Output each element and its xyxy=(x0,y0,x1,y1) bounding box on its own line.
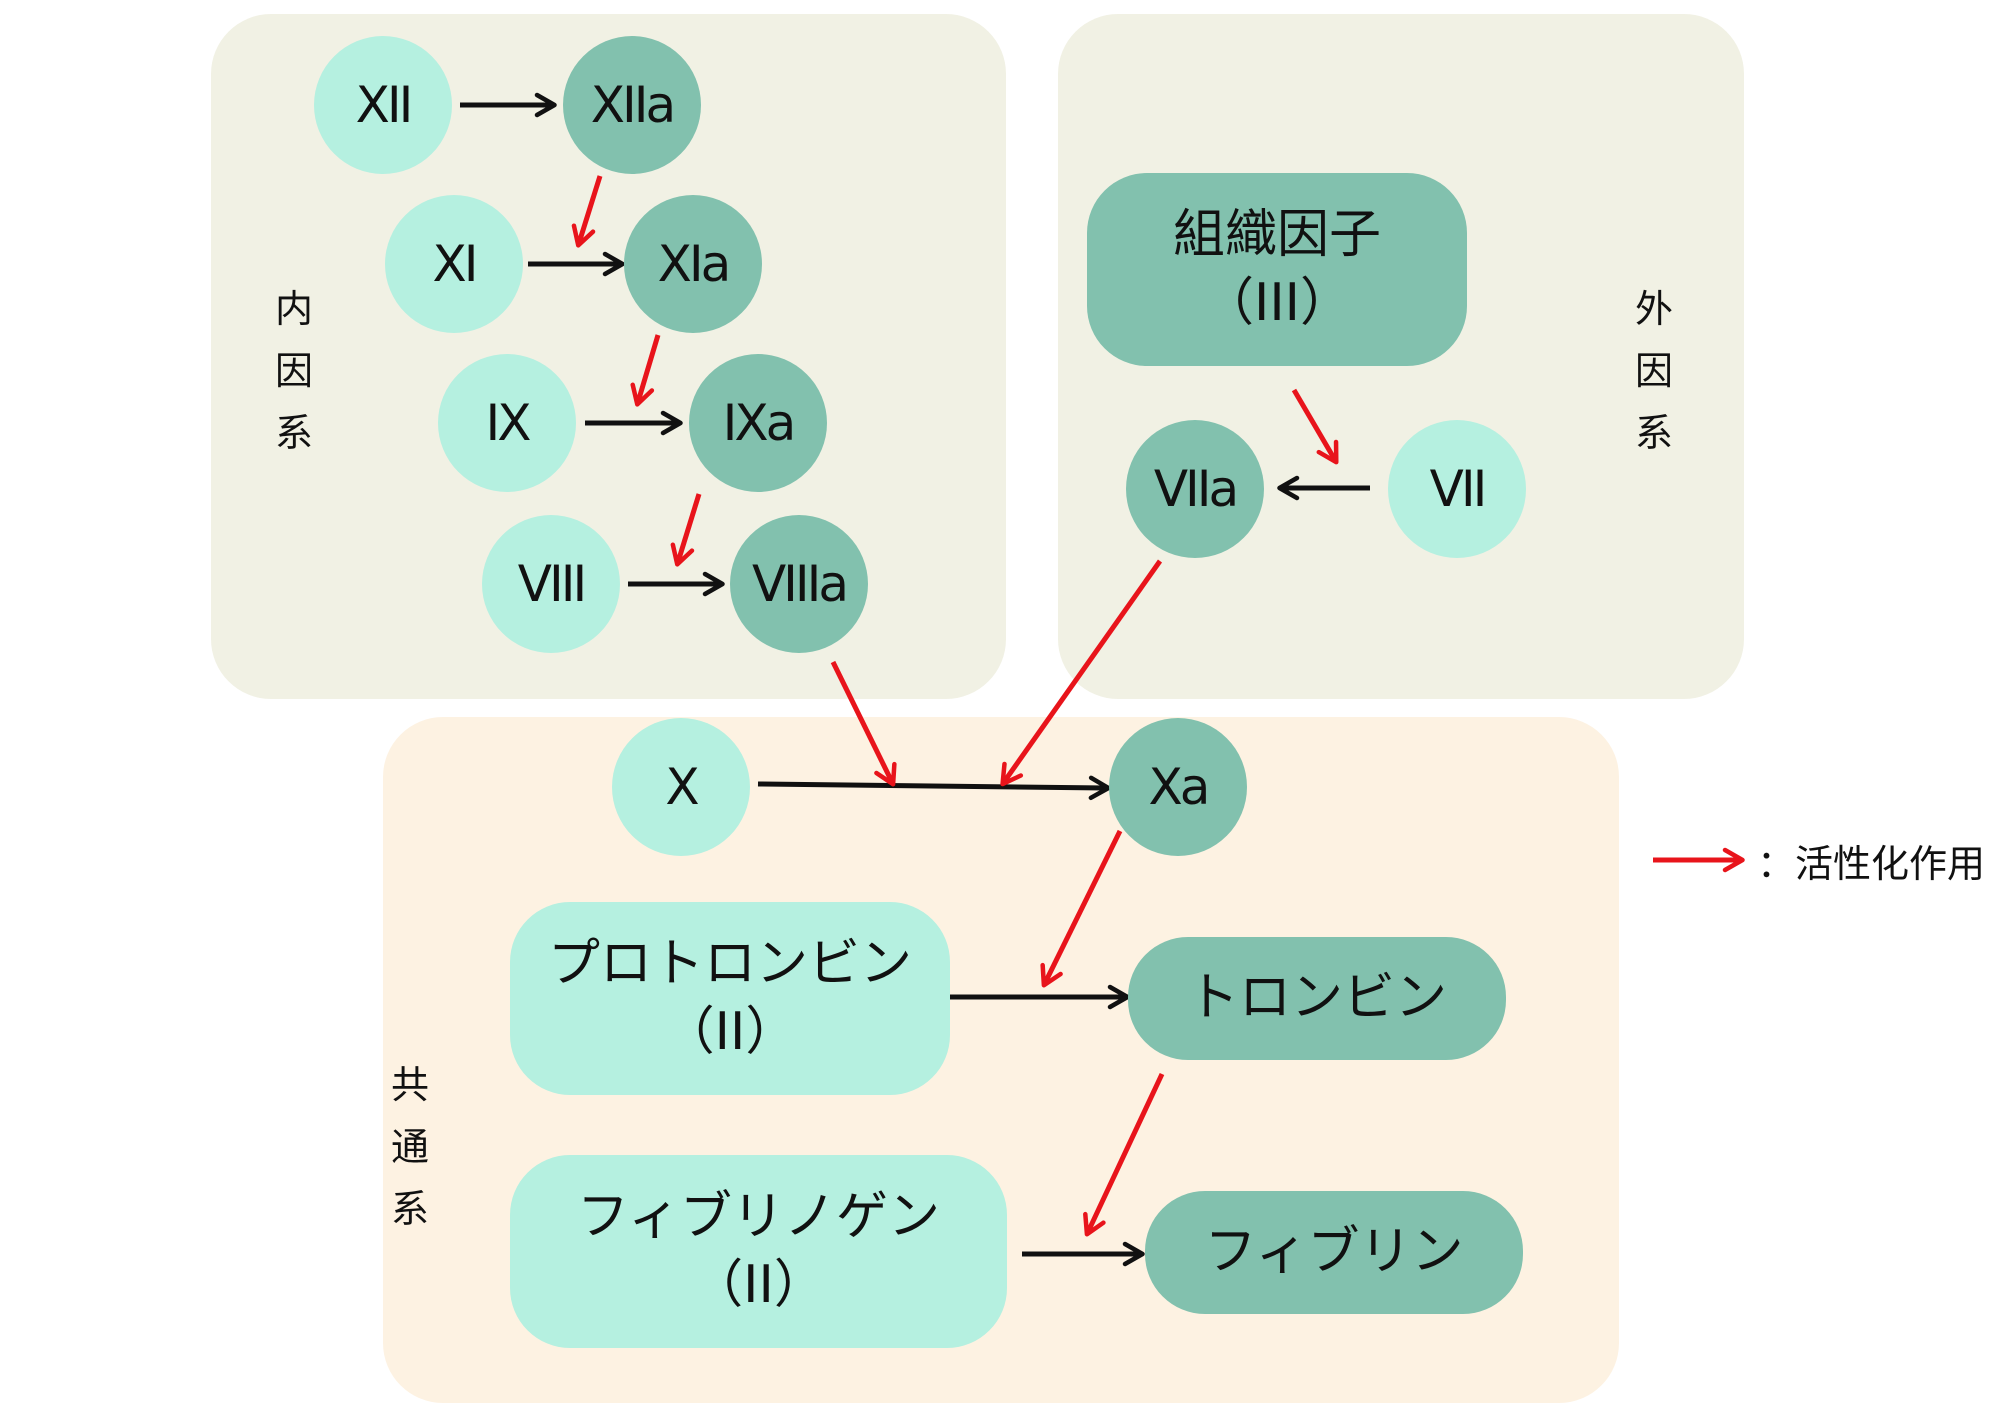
factor-viii-label: VIII xyxy=(517,555,587,613)
factor-ix-node: IX xyxy=(438,354,576,492)
activation-arrows xyxy=(571,175,1745,1237)
intrinsic-pathway-label: 内因系 xyxy=(275,287,314,455)
factor-xiia-node: XIIa xyxy=(563,36,701,174)
factor-xia-label: XIa xyxy=(657,235,732,293)
common-pathway-label: 共通系 xyxy=(391,1063,430,1231)
factor-viiia-label: VIIIa xyxy=(751,555,849,613)
factor-viia-node: VIIa xyxy=(1126,420,1264,558)
activation-tissue-factor-to-vii xyxy=(1291,388,1339,465)
fibrinogen-node: フィブリノゲン （II） xyxy=(510,1155,1007,1348)
tissue-factor-name: 組織因子 xyxy=(1172,204,1381,265)
conversion-arrows xyxy=(460,92,1370,1267)
activation-xiia-to-xi xyxy=(571,175,603,248)
prothrombin-number: （II） xyxy=(662,1001,798,1062)
factor-xi-label: XI xyxy=(432,235,479,293)
fibrin-node: フィブリン xyxy=(1145,1191,1523,1314)
activation-viiia-to-x xyxy=(830,660,897,787)
factor-xa-node: Xa xyxy=(1109,718,1247,856)
legend-label: ：活性化作用 xyxy=(1757,841,1986,886)
factor-ix-label: IX xyxy=(485,394,532,452)
prothrombin-node: プロトロンビン （II） xyxy=(510,902,950,1095)
factor-viii-node: VIII xyxy=(482,515,620,653)
factor-viiia-node: VIIIa xyxy=(730,515,868,653)
factor-x-node: X xyxy=(612,718,750,856)
factor-vii-label: VII xyxy=(1429,460,1488,518)
tissue-factor-node: 組織因子 （III） xyxy=(1087,173,1467,366)
extrinsic-pathway-label: 外因系 xyxy=(1635,287,1674,455)
arrow-x-to-xa xyxy=(757,775,1111,801)
factor-xii-label: XII xyxy=(355,76,414,134)
thrombin-node: トロンビン xyxy=(1128,937,1506,1060)
factor-x-label: X xyxy=(665,758,699,816)
factor-xii-node: XII xyxy=(314,36,452,174)
prothrombin-name: プロトロンビン xyxy=(547,933,912,994)
factor-ixa-node: IXa xyxy=(689,354,827,492)
fibrinogen-number: （II） xyxy=(691,1254,826,1315)
factor-ixa-label: IXa xyxy=(722,394,797,452)
fibrinogen-name: フィブリノゲン xyxy=(577,1186,940,1247)
activation-xia-to-ix xyxy=(630,334,661,407)
factor-xia-node: XIa xyxy=(624,195,762,333)
legend: ：活性化作用 xyxy=(1652,830,1985,890)
factor-xi-node: XI xyxy=(385,195,523,333)
thrombin-name: トロンビン xyxy=(1186,967,1447,1028)
factor-xiia-label: XIIa xyxy=(590,76,676,134)
factor-viia-label: VIIa xyxy=(1153,460,1239,518)
red-arrow-icon xyxy=(1652,830,1757,890)
factor-xa-label: Xa xyxy=(1148,758,1211,816)
activation-viia-to-x xyxy=(1000,559,1163,787)
tissue-factor-number: （III） xyxy=(1201,272,1352,333)
factor-vii-node: VII xyxy=(1388,420,1526,558)
activation-xa-to-prothrombin xyxy=(1040,829,1123,988)
activation-ixa-to-viii xyxy=(670,493,702,567)
fibrin-name: フィブリン xyxy=(1204,1221,1464,1282)
activation-thrombin-to-fibrinogen xyxy=(1083,1072,1165,1237)
